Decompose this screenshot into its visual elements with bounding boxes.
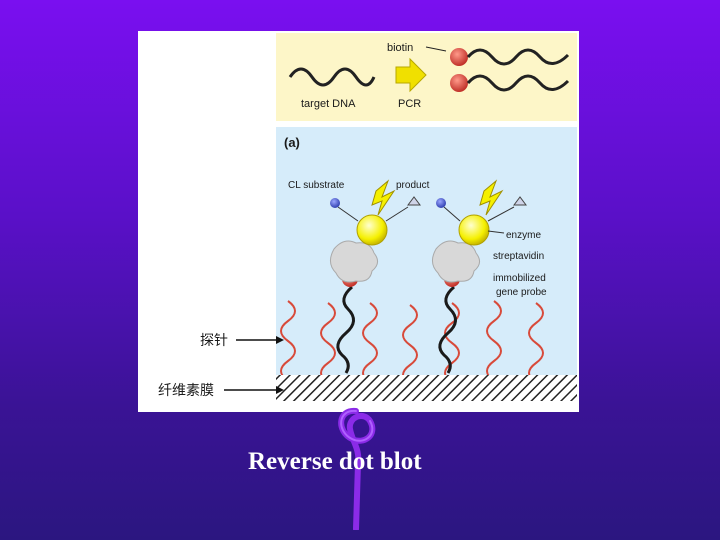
panel-label-a: (a) xyxy=(284,135,300,150)
streptavidin-label: streptavidin xyxy=(493,251,544,262)
membrane-arrowhead-icon xyxy=(276,386,284,394)
pcr-arrow-icon xyxy=(395,57,427,93)
bottom-panel-background xyxy=(276,127,577,375)
target-dna-wave xyxy=(288,67,376,87)
cl-substrate-label: CL substrate xyxy=(288,180,345,191)
enzyme-pointer xyxy=(487,230,505,234)
target-dna-label: target DNA xyxy=(301,98,356,110)
biotin-ball-1 xyxy=(450,48,468,66)
product-label: product xyxy=(396,180,430,191)
biotin-label: biotin xyxy=(387,42,413,54)
biotin-pointer xyxy=(425,46,447,52)
cellulose-membrane xyxy=(276,375,577,401)
slide-caption: Reverse dot blot xyxy=(248,448,422,475)
probe-waves xyxy=(280,300,544,386)
reverse-dot-blot-figure: biotin target DNA PCR (a) CL substrate p… xyxy=(138,31,579,412)
probe-cn-label: 探针 xyxy=(200,332,228,348)
amplified-dna-wave-1 xyxy=(466,48,570,66)
probe-arrowhead-icon xyxy=(276,336,284,344)
membrane-cn-label: 纤维素膜 xyxy=(158,382,214,398)
pcr-label: PCR xyxy=(398,98,421,110)
amplified-dna-wave-2 xyxy=(466,74,570,92)
detection-complex-1 xyxy=(330,179,421,374)
enzyme-label: enzyme xyxy=(506,230,541,241)
detection-complex-2 xyxy=(432,179,527,374)
ribbon-decoration xyxy=(338,407,376,530)
biotin-ball-2 xyxy=(450,74,468,92)
probe-label-line1: immobilized xyxy=(493,273,546,284)
probe-label-line2: gene probe xyxy=(496,287,547,298)
